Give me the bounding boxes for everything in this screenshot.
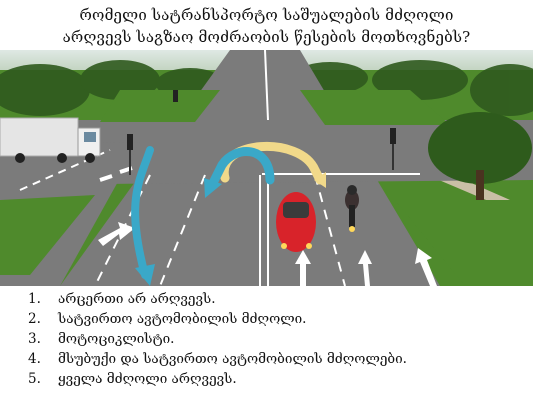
answer-list: 1. არცერთი არ არღვევს. 2. სატვირთო ავტომ… <box>28 289 407 389</box>
tree-right <box>428 112 532 200</box>
cyan-arrow-truck <box>131 146 154 279</box>
grass-bottom-right <box>395 200 533 286</box>
intersection-svg <box>0 50 533 286</box>
traffic-light <box>127 90 396 175</box>
answer-option-3[interactable]: 3. მოტოციკლისტი. <box>28 329 407 349</box>
answer-option-1[interactable]: 1. არცერთი არ არღვევს. <box>28 289 407 309</box>
red-car <box>276 192 316 252</box>
grass-bottom-left <box>0 195 95 275</box>
intersection-illustration <box>0 50 533 286</box>
answer-number: 3. <box>28 331 41 347</box>
motorcycle <box>345 185 359 232</box>
answer-option-5[interactable]: 5. ყველა მძღოლი არღვევს. <box>28 369 407 389</box>
answer-text: მოტოციკლისტი. <box>58 331 175 347</box>
road-horizontal <box>0 120 533 185</box>
question-text: რომელი სატრანსპორტო საშუალების მძღოლი არ… <box>0 4 533 48</box>
answer-number: 2. <box>28 311 41 327</box>
answer-text: არცერთი არ არღვევს. <box>58 291 216 307</box>
cyan-arrow-car <box>207 147 275 190</box>
answer-text: მსუბუქი და სატვირთო ავტომობილის მძღოლები… <box>58 351 407 367</box>
question-line-1: რომელი სატრანსპორტო საშუალების მძღოლი <box>79 6 454 24</box>
road-arrows <box>98 222 437 286</box>
answer-option-4[interactable]: 4. მსუბუქი და სატვირთო ავტომობილის მძღოლ… <box>28 349 407 369</box>
truck <box>0 117 101 163</box>
answer-number: 1. <box>28 291 41 307</box>
answer-number: 4. <box>28 351 41 367</box>
answer-number: 5. <box>28 371 41 387</box>
answer-text: სატვირთო ავტომობილის მძღოლი. <box>58 311 307 327</box>
grass-top-right <box>300 90 450 125</box>
question-line-2: არღვევს საგზაო მოძრაობის წესების მოთხოვნ… <box>62 28 471 46</box>
answer-option-2[interactable]: 2. სატვირთო ავტომობილის მძღოლი. <box>28 309 407 329</box>
grass-top-left <box>100 90 220 122</box>
answer-text: ყველა მძღოლი არღვევს. <box>58 371 237 387</box>
